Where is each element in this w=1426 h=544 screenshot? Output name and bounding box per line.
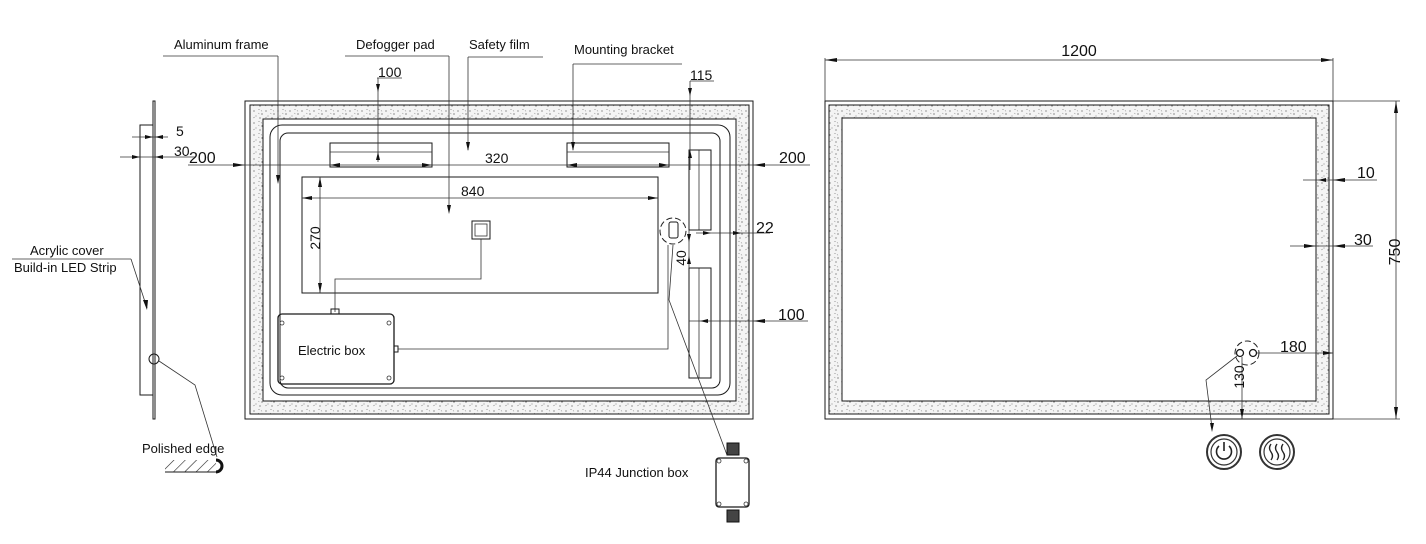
dim-200-left-label: 200	[189, 150, 216, 167]
mirror-border	[249, 104, 750, 415]
aluminum-frame	[269, 124, 731, 396]
back-view: 840 270 Electric box 100 115	[163, 37, 810, 456]
junction-box-label: IP44 Junction box	[585, 465, 689, 480]
aluminum-frame-label: Aluminum frame	[174, 37, 269, 52]
dim-100-right-label: 100	[778, 307, 805, 324]
frame-profile	[139, 124, 153, 396]
wire-connector	[668, 221, 679, 239]
heat-defog-icon	[1259, 434, 1295, 470]
dim-270-label: 270	[307, 226, 323, 250]
front-view: 1200 750 10 30 180 130	[824, 43, 1404, 470]
front-mirror-outer	[824, 100, 1334, 420]
mirror-glass-edge	[152, 100, 156, 420]
ip44-junction-box: IP44 Junction box	[585, 442, 750, 523]
front-led-border	[828, 104, 1330, 415]
safety-film-label: Safety film	[469, 37, 530, 52]
dim-115-label: 115	[690, 67, 713, 83]
dim-130-label: 130	[1231, 365, 1247, 389]
dim-100-top-label: 100	[378, 64, 402, 80]
junction-detail-circle	[659, 217, 687, 245]
dim-10-label: 10	[1357, 165, 1375, 182]
acrylic-cover-label: Acrylic cover	[30, 243, 104, 258]
dim-40-label: 40	[673, 250, 689, 266]
switch-detail-circle	[1234, 340, 1260, 366]
dim-30-label-front: 30	[1354, 232, 1372, 249]
vertical-bracket-top	[688, 149, 712, 231]
mounting-bracket-left	[329, 142, 433, 168]
defogger-pad-label: Defogger pad	[356, 37, 435, 52]
polished-edge-label: Polished edge	[142, 441, 224, 456]
polished-edge-hatch	[165, 460, 216, 472]
mounting-bracket-right	[566, 142, 670, 168]
dim-5-label: 5	[176, 123, 184, 139]
power-icon	[1206, 434, 1242, 470]
led-strip-label: Build-in LED Strip	[14, 260, 117, 275]
dim-320-label: 320	[485, 150, 509, 166]
electric-box-label: Electric box	[298, 343, 366, 358]
sensor-defog	[1248, 348, 1258, 358]
aluminum-frame-inner	[279, 132, 721, 389]
side-view: 5 30 Acrylic cover Build-in LED Strip Po…	[12, 100, 224, 474]
dim-22-label: 22	[756, 220, 774, 237]
mirror-outer	[244, 100, 754, 420]
dim-750-label: 750	[1387, 239, 1404, 266]
dim-1200-label: 1200	[1061, 43, 1097, 60]
dim-180-label: 180	[1280, 339, 1307, 356]
dim-840-label: 840	[461, 183, 485, 199]
dim-200-right-label: 200	[779, 150, 806, 167]
dim-30-label: 30	[174, 143, 190, 159]
polished-edge-profile	[215, 458, 224, 474]
vertical-bracket-bottom	[688, 267, 712, 379]
detail-circle	[148, 353, 160, 365]
sensor-power	[1235, 348, 1245, 358]
defogger-pad	[301, 176, 659, 294]
mounting-bracket-label: Mounting bracket	[574, 42, 674, 57]
